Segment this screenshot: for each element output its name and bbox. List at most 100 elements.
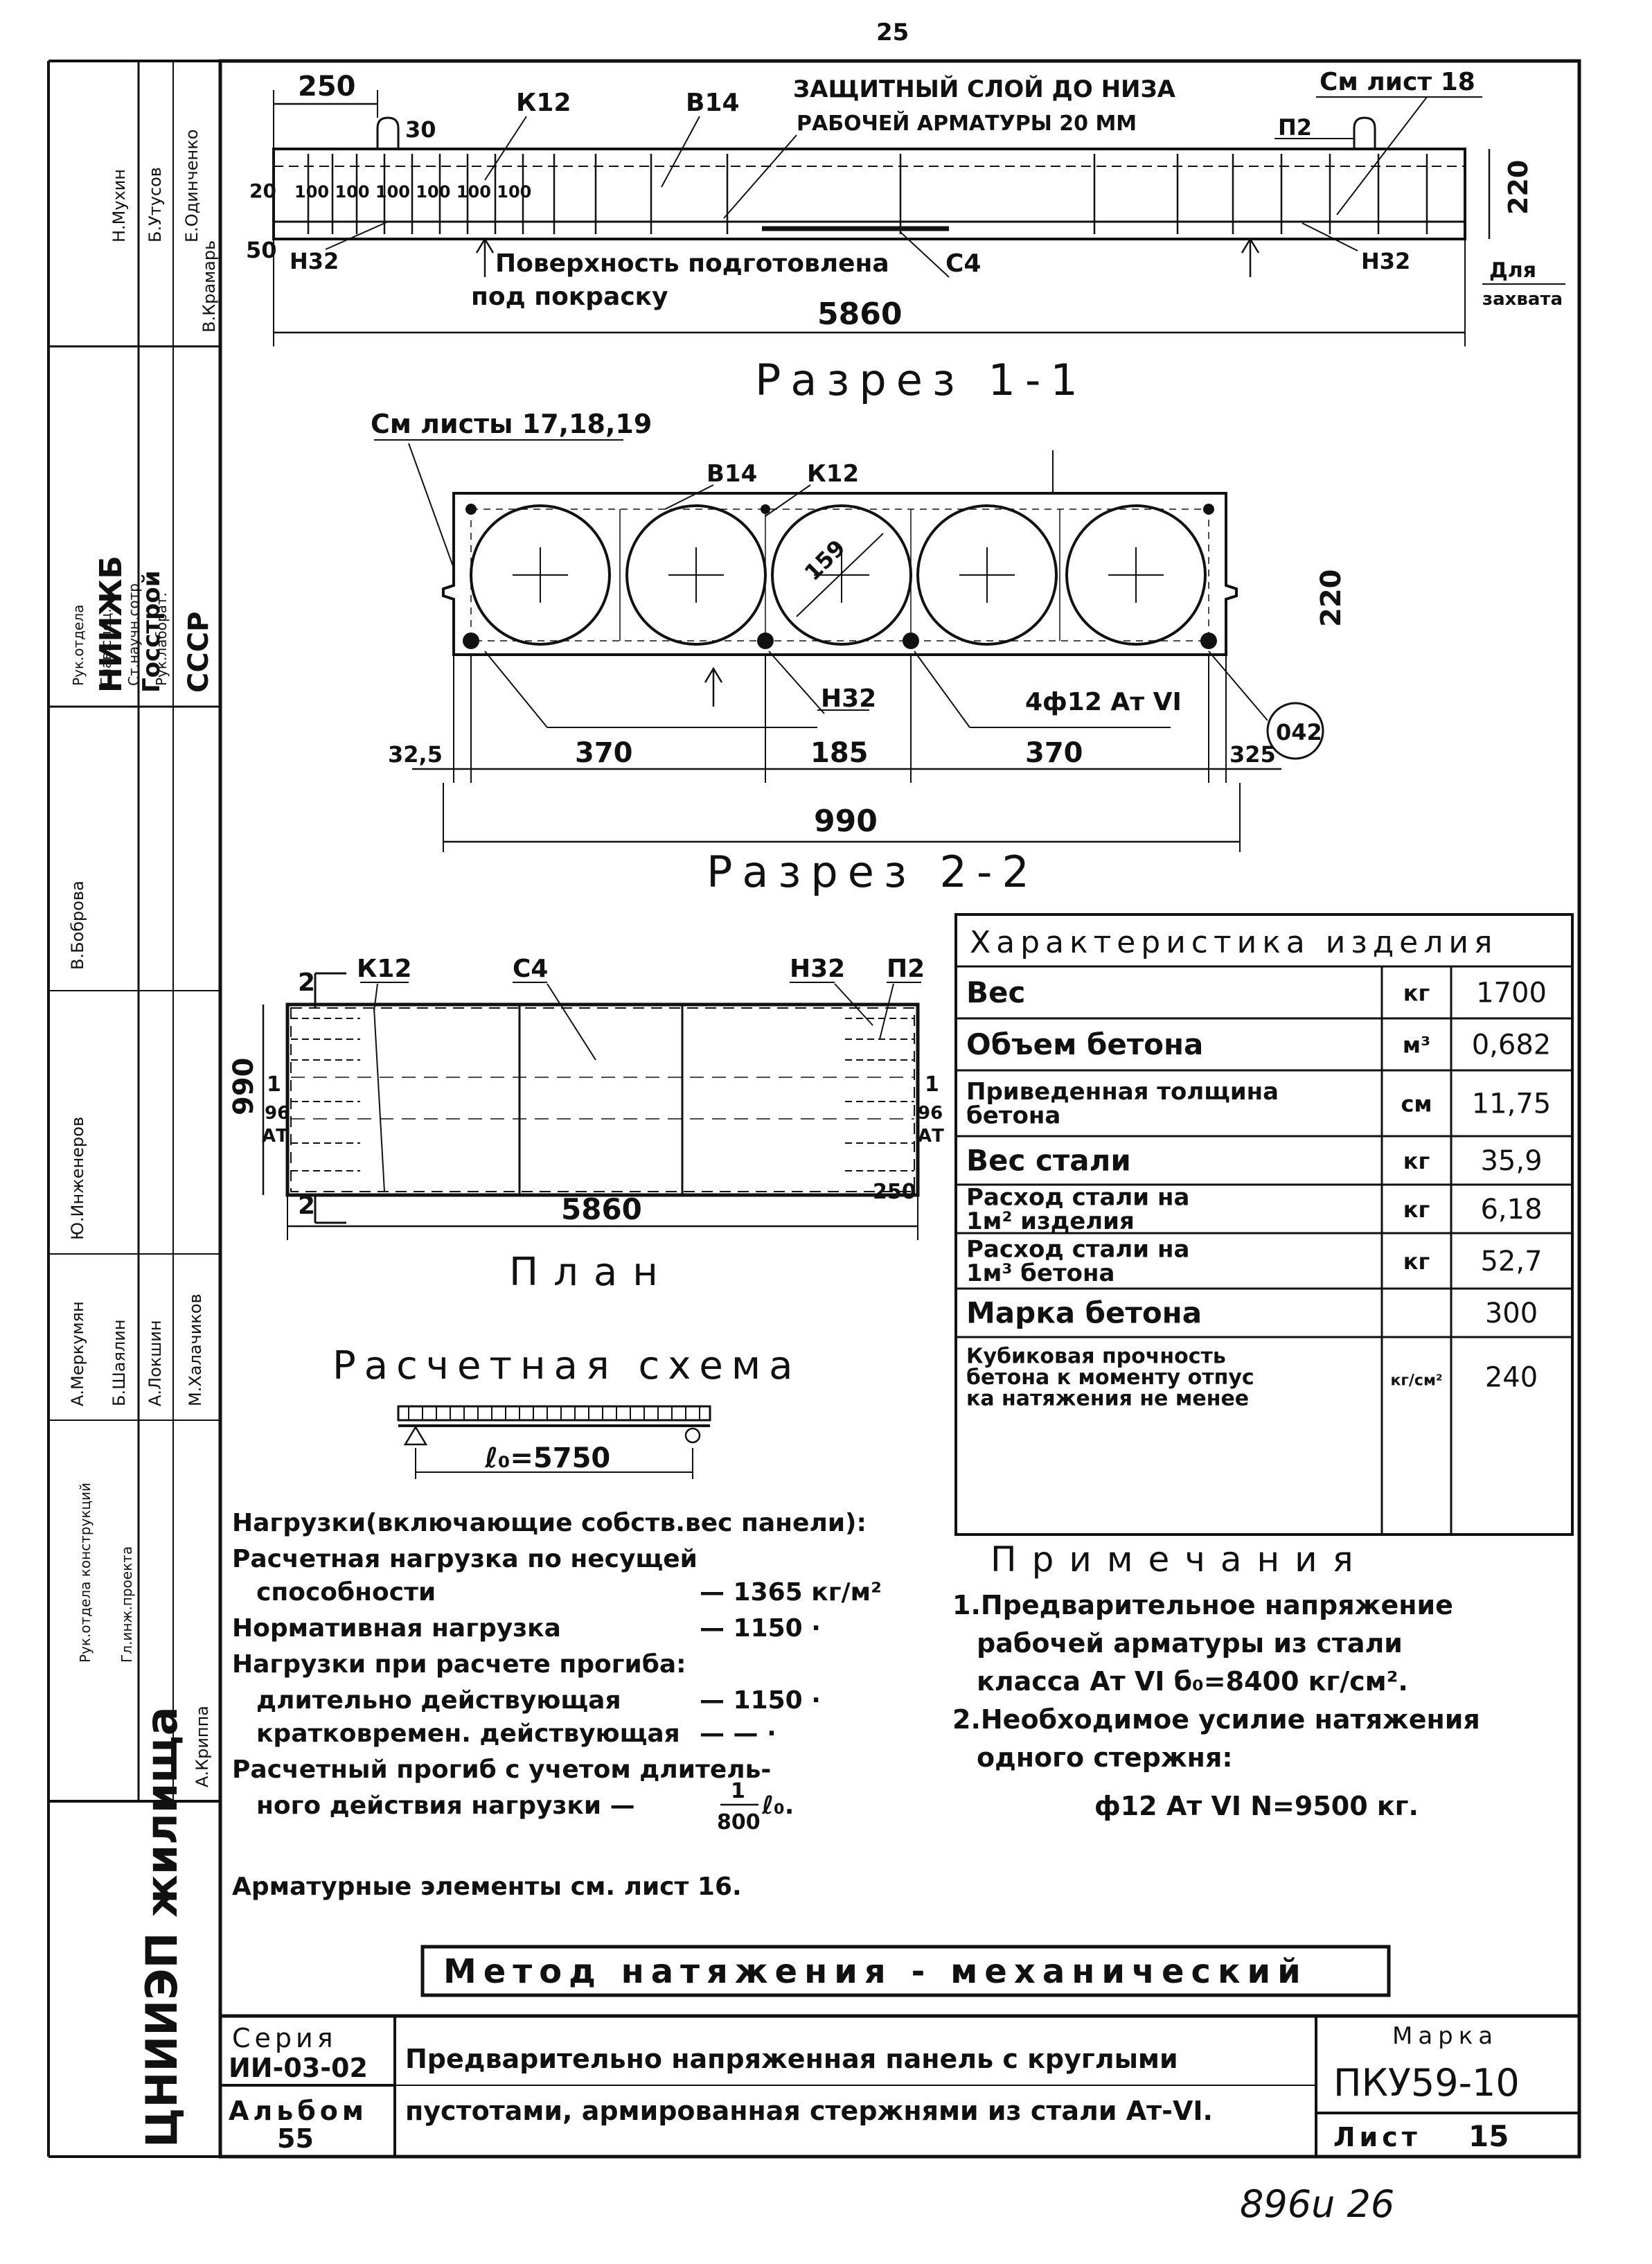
name-8: Б.Шаялин: [109, 1319, 129, 1406]
char-row-name: бетона: [966, 1102, 1060, 1130]
char-row-value: 1700: [1476, 978, 1547, 1009]
callout-042-circle: [1266, 702, 1324, 760]
plan-k12-line: [373, 1007, 385, 1192]
char-row-value: 6,18: [1480, 1194, 1542, 1226]
mark-n32-elev-right: Н32: [1361, 248, 1410, 274]
void-crosshairs: [513, 547, 1164, 603]
plan-mark-at-right: АТ: [918, 1126, 944, 1147]
see-sheets-17-18-19: См листы 17,18,19: [371, 409, 652, 439]
mark-n32-sec: Н32: [821, 684, 876, 713]
leader-v14-sec: [664, 484, 714, 510]
panel-elevation-outline: [272, 148, 1466, 240]
plan-title: План: [509, 1250, 673, 1295]
leader-042: [1208, 651, 1268, 721]
support-pin: [403, 1425, 428, 1446]
loads-l2: способности: [256, 1578, 436, 1607]
loads-l5-value: — 1150 ·: [700, 1686, 821, 1715]
notes: Примечания 1.Предварительное напряжение …: [952, 1539, 1480, 1821]
leader-n32-left: [325, 221, 389, 250]
mark-v14-elev: В14: [686, 89, 740, 117]
calc-scheme-title: Расчетная схема: [332, 1343, 801, 1388]
note-1a: 1.Предварительное напряжение: [952, 1590, 1453, 1620]
name-1: Н.Мухин: [109, 169, 129, 242]
org-gosstroy: Госстрой: [138, 570, 166, 693]
title-desc-1: Предварительно напряженная панель с круг…: [405, 2044, 1178, 2074]
method-text: Метод натяжения - механический: [443, 1952, 1308, 1991]
dim-32-5-left: 32,5: [388, 741, 443, 768]
role-2: Глав.спец.: [98, 608, 114, 686]
leader-n32-right: [1302, 222, 1358, 251]
mark-c4-elev: С4: [945, 249, 981, 278]
section-2-2-title: Разрез 2-2: [707, 847, 1039, 897]
loads-text: Нагрузки(включающие собств.вес панели): …: [232, 1509, 882, 1901]
leader-k12-sec: [765, 484, 811, 517]
name-2: Б.Утусов: [145, 167, 165, 242]
char-table-title: Характеристика изделия: [970, 925, 1498, 960]
plan-mesh: [290, 1007, 915, 1192]
title-desc-2: пустотами, армированная стержнями из ста…: [405, 2096, 1213, 2126]
loads-l6-value: — — ·: [700, 1719, 776, 1748]
char-row-unit: кг: [1403, 1248, 1430, 1275]
plan-mark-at-left: АТ: [262, 1126, 288, 1147]
leader-n32-sec: [768, 651, 825, 714]
leader-k12: [484, 116, 527, 181]
loads-header: Нагрузки(включающие собств.вес панели):: [232, 1509, 867, 1537]
name-7: А.Меркумян: [68, 1301, 87, 1406]
leader-c4: [900, 231, 950, 278]
name-5: В.Боброва: [68, 881, 87, 970]
loads-l3-value: — 1150 ·: [700, 1614, 821, 1643]
plan-dim-96-left: 96: [265, 1103, 290, 1124]
char-row-name: Объем бетона: [966, 1027, 1203, 1061]
leader-plan-p2: [879, 983, 894, 1040]
see-sheet-18: См лист 18: [1320, 68, 1475, 96]
plan-mark-2-top: 2: [298, 969, 315, 997]
armature-ref: Арматурные элементы см. лист 16.: [232, 1873, 742, 1901]
rebar-dots[interactable]: [463, 504, 1217, 649]
plan-dim-250: 250: [873, 1180, 916, 1204]
arrow-support-right: [1241, 237, 1260, 277]
org-niizhb: НИИЖБ: [94, 556, 129, 693]
plan-end-frames-right: [845, 1018, 914, 1171]
handwritten-number: 896u 26: [1240, 2182, 1394, 2226]
dim-185: 185: [810, 737, 869, 769]
plan-view: 2 К12 С4 Н32 П2 990 1 96 АТ 2 1 96 АТ 58…: [228, 955, 944, 1295]
album-value: 55: [277, 2123, 314, 2154]
char-row-value: 300: [1485, 1298, 1538, 1329]
lifting-loop-right: [1353, 116, 1376, 149]
deflection-frac-num: 1: [731, 1779, 745, 1803]
left-strip-orgs: НИИЖБ Госстрой СССР ЦНИИЭП жилища: [94, 556, 215, 2148]
protective-layer-line2: РАБОЧЕЙ АРМАТУРЫ 20 ММ: [797, 111, 1137, 136]
lifting-loop-left: [376, 116, 400, 149]
loads-l3: Нормативная нагрузка: [232, 1614, 561, 1643]
loads-l7: Расчетный прогиб с учетом длитель-: [232, 1756, 771, 1784]
dim-50-elev: 50: [246, 237, 277, 263]
leader-see-sheets: [408, 443, 454, 569]
note-1c: класса Ат VI б₀=8400 кг/см².: [977, 1666, 1408, 1697]
plan-end-frames-left: [291, 1018, 360, 1171]
char-row-unit: кг: [1403, 1148, 1430, 1174]
name-10: М.Халачиков: [186, 1293, 205, 1406]
char-row-name: Приведенная толщина: [966, 1078, 1279, 1106]
distributed-load: [397, 1405, 711, 1422]
plan-mark-2-bottom: 2: [298, 1192, 315, 1220]
callout-042: 042: [1276, 719, 1322, 745]
char-row-name: Расход стали на: [966, 1184, 1189, 1212]
plan-mark-c4: С4: [513, 955, 548, 983]
grip-line1: Для: [1489, 258, 1536, 283]
grip-line2: захвата: [1482, 289, 1563, 310]
loads-l4: Нагрузки при расчете прогиба:: [232, 1650, 686, 1679]
mark-label: Марка: [1392, 2022, 1498, 2050]
series-label: Серия: [232, 2023, 337, 2053]
plan-dim-990: 990: [228, 1058, 260, 1116]
stirrup-spacings: 100 100 100 100 100 100: [294, 182, 531, 202]
leader-protect: [723, 134, 797, 219]
org-sssr: СССР: [183, 612, 215, 693]
mark-n32-elev-left: Н32: [290, 248, 339, 274]
note-1b: рабочей арматуры из стали: [977, 1628, 1403, 1659]
page-number-top: 25: [876, 19, 909, 46]
plan-mark-k12: К12: [357, 955, 412, 983]
section-1-1: Разрез 1-1 См листы 17,18,19 В14 К12: [371, 355, 1347, 852]
mark-p2-elev: П2: [1278, 114, 1312, 141]
